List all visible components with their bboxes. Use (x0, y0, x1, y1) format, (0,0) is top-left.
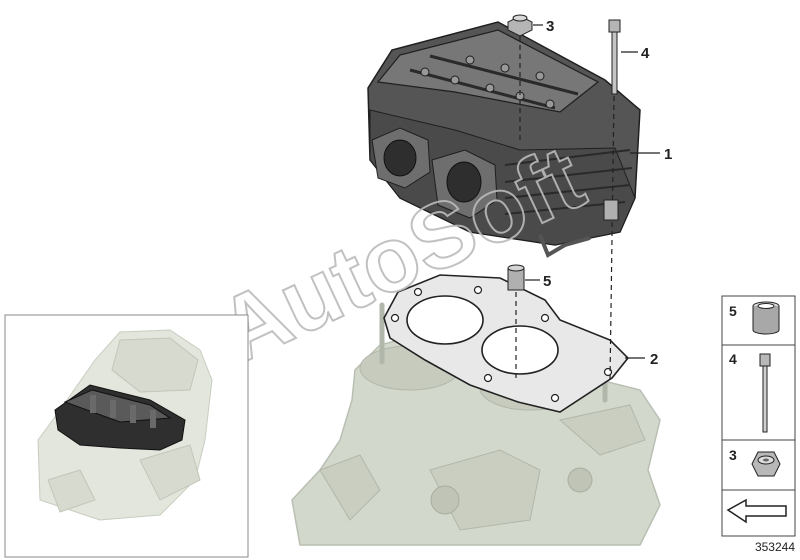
sleeve-part (507, 264, 525, 291)
legend-item-nut: 3 (729, 447, 781, 477)
dowel-on-head (603, 199, 619, 221)
callout-label-gasket: 2 (650, 351, 658, 368)
callout-2: 2 (625, 351, 658, 368)
legend-item-bolt: 4 (729, 351, 771, 433)
callout-4: 4 (621, 45, 650, 62)
legend-number-sleeve: 5 (729, 303, 737, 319)
legend-number-nut: 3 (729, 447, 737, 463)
bolt-dash-line (609, 95, 615, 381)
cylinder-head (367, 21, 641, 258)
reference-number: 353244 (754, 540, 795, 554)
exhaust-port-right (431, 149, 498, 219)
callout-label-head: 1 (664, 146, 672, 163)
callout-label-sleeve: 5 (543, 273, 551, 290)
callout-1: 1 (630, 146, 672, 163)
direction-arrow-icon (726, 498, 787, 524)
legend-number-bolt: 4 (729, 351, 737, 367)
overview-inset (4, 314, 249, 558)
parts-legend: 5 4 3 (721, 295, 796, 537)
overview-head-highlight (54, 384, 186, 451)
nut-part (507, 14, 533, 37)
callout-label-nut: 3 (546, 18, 554, 35)
legend-item-sleeve: 5 (729, 301, 780, 335)
callout-label-bolt: 4 (641, 45, 650, 62)
bolt-part (608, 19, 621, 95)
exhaust-port-left (371, 127, 431, 189)
callout-5: 5 (525, 273, 551, 290)
callout-3: 3 (533, 18, 554, 35)
